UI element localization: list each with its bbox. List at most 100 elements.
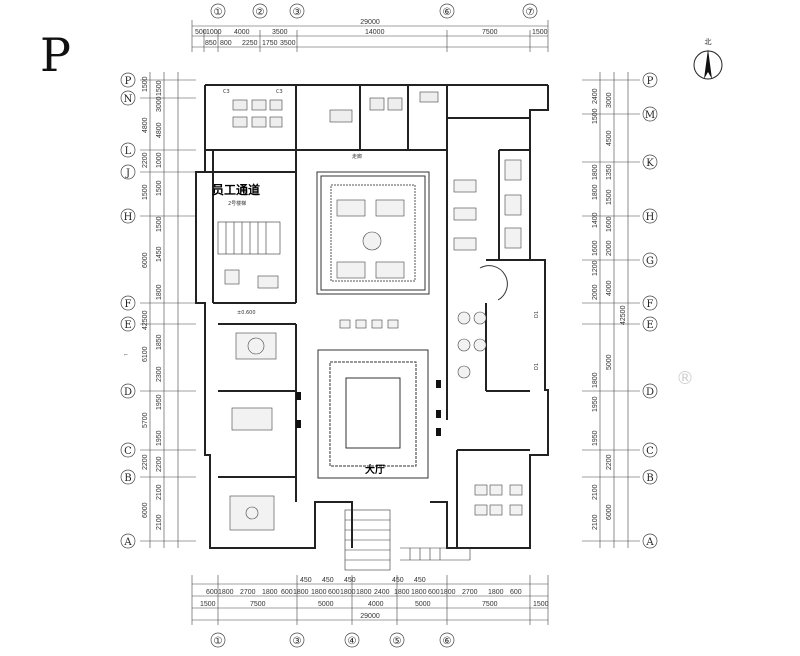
axis-label: K [646,158,654,169]
stair-2 [217,221,281,255]
dim: 1800 [262,589,278,596]
axis-label: D [124,387,132,398]
axis-label: ③ [293,636,302,647]
axis-label: ③ [293,7,302,18]
axis-label: J [125,168,130,179]
dim: 6000 [142,502,149,518]
lounge-tables [453,159,523,516]
columns [296,380,441,436]
left-col1-dims: 1500 4800 2200 1500 6000 6100 5700 2200 … [142,76,149,518]
dim: 1600 [606,216,613,232]
dim: 4000 [234,29,250,36]
dim: 1950 [156,430,163,446]
axis-label: A [645,537,654,548]
dim: 2200 [142,152,149,168]
axis-label: B [124,473,131,484]
level-label: ±0.600 [237,310,256,316]
dim: 1600 [592,240,599,256]
dim: 1950 [592,396,599,412]
dim: 4800 [142,117,149,133]
dim: 1750 [262,40,278,47]
dim: 1500 [156,80,163,96]
dim: 14000 [365,29,385,36]
bottom-axis-bubbles [210,632,455,648]
axis-label: A [123,537,132,548]
entrance-stairs [344,509,471,571]
dim: 6000 [606,504,613,520]
dim: 850 [205,40,217,47]
left-rooms-furniture [224,269,279,531]
dim: 5000 [606,354,613,370]
dim: 600 [206,589,218,596]
dim: 1500 [606,189,613,205]
top-total-dim: 29000 [360,19,380,26]
right-col2-dims: 2400 1500 1800 1800 1400 1600 1200 2000 … [592,88,599,530]
dim: 1800 [356,589,372,596]
dim: 1500 [156,180,163,196]
dim: 4000 [606,280,613,296]
axis-label: E [646,320,653,331]
dim: 2400 [374,589,390,596]
bottom-row2-dims: 600 1800 2700 1800 600 1800 1800 600 180… [206,589,522,596]
building-walls [195,84,549,549]
bottom-total-dim: 29000 [360,613,380,620]
dim: 1200 [592,260,599,276]
axis-label: F [647,299,654,310]
dim: 1350 [606,164,613,180]
left-dimensions [140,72,196,548]
axis-label: P [125,76,132,87]
axis-label: G [646,256,654,267]
right-total-dim: 42500 [620,305,627,325]
dim: 4000 [368,601,384,608]
axis-label: ⑥ [443,636,452,647]
right-dimensions [582,72,640,548]
north-arrow-icon: 北 [693,38,723,80]
dim: 1500 [533,601,549,608]
axis-label: C [124,446,132,457]
dim: 1950 [592,430,599,446]
c3-label: C3 [276,89,283,95]
dim: 1000 [206,29,222,36]
dim: 1450 [156,246,163,262]
atrium-seating [336,199,405,329]
axis-label: E [124,320,131,331]
dim: 450 [344,577,356,584]
dim: 2100 [156,514,163,530]
dim: 1800 [592,372,599,388]
central-atrium [316,171,430,295]
dim: 1500 [156,216,163,232]
dim: 1500 [592,108,599,124]
axis-label: F [125,299,132,310]
dim: 600 [328,589,340,596]
dim: 500 [195,29,207,36]
dim: 2250 [242,40,258,47]
watermark-registered-mark: ® [676,368,694,389]
axis-label: ⑤ [393,636,402,647]
dim: 600 [428,589,440,596]
axis-label: ⑥ [443,7,452,18]
dim: 450 [414,577,426,584]
axis-label: M [645,110,655,121]
dim: 2000 [606,240,613,256]
dim: 1400 [592,212,599,228]
dim: 4500 [606,130,613,146]
dim: 450 [392,577,404,584]
staff-passage-label: 员工通道 [212,182,260,197]
dim: 800 [220,40,232,47]
dim: 1800 [592,164,599,180]
d1-label: D1 [534,363,540,370]
dim: 3500 [272,29,288,36]
left-axis-bubbles [120,72,136,549]
dim: 1800 [293,589,309,596]
dim: 600 [510,589,522,596]
dim: 7500 [482,29,498,36]
dim: 2100 [592,514,599,530]
axis-label: N [124,94,133,105]
dim: 2100 [156,484,163,500]
left-col2-dims: 1500 3000 4800 1000 1500 1500 1450 1800 … [156,80,163,530]
dim: 2700 [240,589,256,596]
dim: 2400 [592,88,599,104]
axis-label: H [124,212,133,223]
dim: 1800 [218,589,234,596]
office-furniture [232,91,439,128]
